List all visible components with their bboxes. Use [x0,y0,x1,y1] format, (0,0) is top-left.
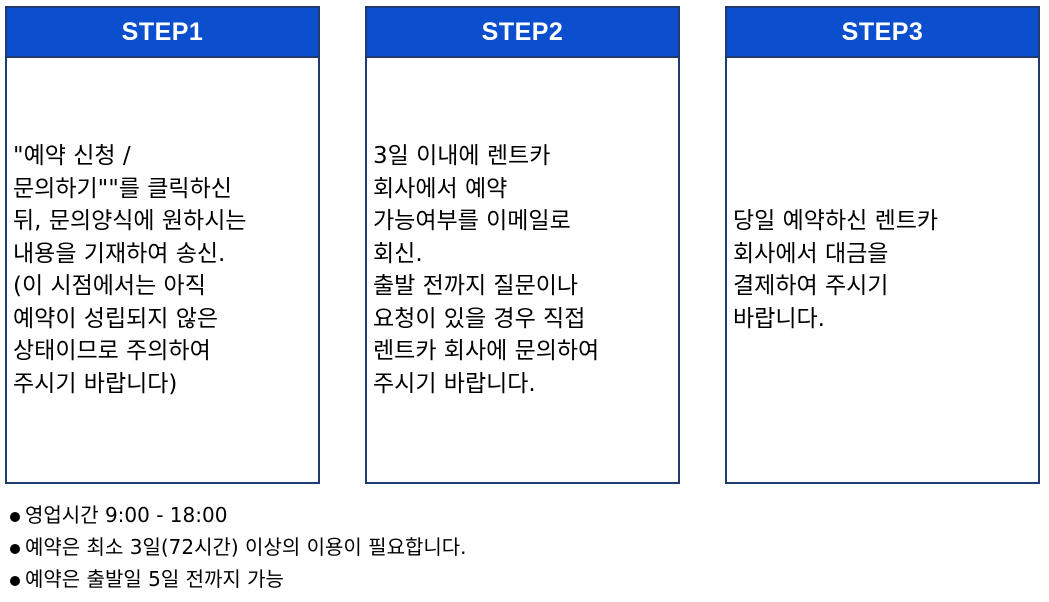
step-3-description: 당일 예약하신 렌트카 회사에서 대금을 결제하여 주시기 바랍니다. [733,208,939,332]
note-text: 예약은 출발일 5일 전까지 가능 [25,567,284,591]
note-booking-deadline: 예약은 출발일 5일 전까지 가능 [10,563,467,595]
bullet-icon [10,575,20,586]
step-3-body: 당일 예약하신 렌트카 회사에서 대금을 결제하여 주시기 바랍니다. [727,58,1038,482]
note-text: 예약은 최소 3일(72시간) 이상의 이용이 필요합니다. [25,535,467,559]
step-2-description: 3일 이내에 렌트카 회사에서 예약 가능여부를 이메일로 회신. 출발 전까지… [373,143,600,397]
step-1-description: "예약 신청 / 문의하기""를 클릭하신 뒤, 문의양식에 원하시는 내용을 … [13,143,247,397]
step-card-3: STEP3 당일 예약하신 렌트카 회사에서 대금을 결제하여 주시기 바랍니다… [725,6,1040,484]
note-minimum-rental: 예약은 최소 3일(72시간) 이상의 이용이 필요합니다. [10,531,467,563]
step-1-body: "예약 신청 / 문의하기""를 클릭하신 뒤, 문의양식에 원하시는 내용을 … [7,58,318,482]
notes-list: 영업시간 9:00 - 18:00 예약은 최소 3일(72시간) 이상의 이용… [10,499,467,595]
step-2-title: STEP2 [367,8,678,58]
bullet-icon [10,543,20,554]
step-3-title: STEP3 [727,8,1038,58]
note-text: 영업시간 9:00 - 18:00 [25,503,228,527]
step-2-body: 3일 이내에 렌트카 회사에서 예약 가능여부를 이메일로 회신. 출발 전까지… [367,58,678,482]
note-business-hours: 영업시간 9:00 - 18:00 [10,499,467,531]
bullet-icon [10,511,20,522]
step-card-1: STEP1 "예약 신청 / 문의하기""를 클릭하신 뒤, 문의양식에 원하시… [5,6,320,484]
step-1-title: STEP1 [7,8,318,58]
step-card-2: STEP2 3일 이내에 렌트카 회사에서 예약 가능여부를 이메일로 회신. … [365,6,680,484]
